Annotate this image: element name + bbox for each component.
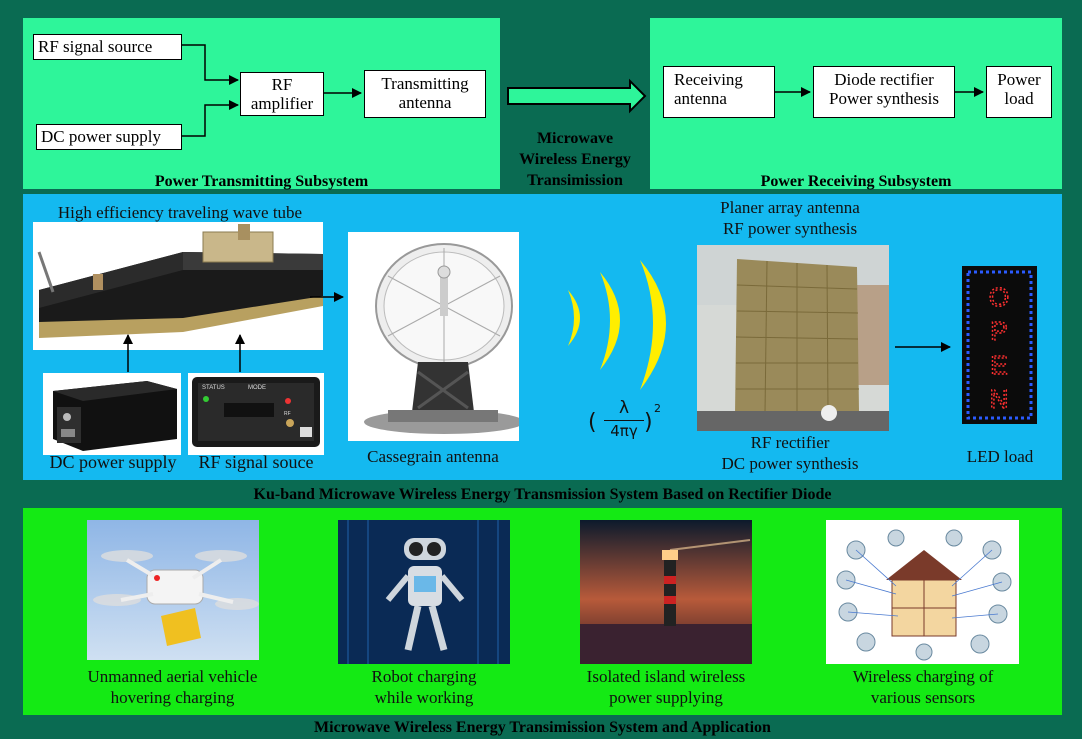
cassegrain-antenna-image [348, 232, 519, 441]
robot-image [338, 520, 510, 664]
dc-power-supply-image [43, 373, 181, 455]
rf-amplifier-label-line2: amplifier [250, 94, 314, 113]
sensors-house-image [826, 520, 1019, 664]
uav-caption-line2: hovering charging [110, 688, 235, 707]
mode-text: MODE [248, 385, 266, 391]
robot-caption-line2: while working [374, 688, 474, 707]
transmit-subsystem-title: Power Transmitting Subsystem [154, 173, 369, 190]
dc-supply-caption: DC power supply [49, 452, 177, 472]
dc-power-supply-label: DC power supply [41, 127, 161, 146]
rf-tag-text: RF [284, 411, 291, 417]
uav-image [87, 520, 259, 660]
rf-signal-source-box: RF signal source [33, 34, 182, 60]
rf-signal-source-image: STATUS MODE RF [188, 373, 324, 455]
island-caption-line1: Isolated island wireless [586, 667, 746, 686]
applications-title: Microwave Wireless Energy Transimission … [314, 719, 771, 736]
planer-array-caption-line2: RF power synthesis [722, 219, 858, 238]
receiving-antenna-label-line1: Receiving [674, 70, 743, 89]
rf-amplifier-label-line1: RF [271, 75, 293, 94]
uav-caption: Unmanned aerial vehicle hovering chargin… [55, 666, 290, 708]
island-caption-line2: power supplying [609, 688, 723, 707]
formula-paren-right: ) [644, 410, 653, 435]
rf-rectifier-caption-line1: RF rectifier [750, 433, 830, 452]
robot-caption-line1: Robot charging [371, 667, 477, 686]
diode-rectifier-label-line1: Diode rectifier [834, 70, 934, 89]
formula-fraction-bar [604, 420, 644, 421]
rf-rectifier-caption-line2: DC power synthesis [721, 454, 859, 473]
transmitting-antenna-box: Transmitting antenna [364, 70, 486, 118]
middle-caption-line1: Microwave [536, 130, 614, 147]
diode-rectifier-label-line2: Power synthesis [828, 89, 940, 108]
power-load-label-line2: load [1004, 89, 1034, 108]
middle-caption: Microwave Wireless Energy Transimission [500, 128, 650, 191]
sensors-caption-line2: various sensors [870, 688, 976, 707]
sensors-caption-line1: Wireless charging of [852, 667, 994, 686]
transmitting-antenna-label-line2: antenna [398, 93, 452, 112]
sensors-caption: Wireless charging of various sensors [812, 666, 1034, 708]
receiving-antenna-box: Receiving antenna [663, 66, 775, 118]
receive-subsystem-title: Power Receiving Subsystem [760, 173, 952, 190]
formula-exponent: 2 [654, 402, 661, 415]
led-letter-1: O [989, 282, 1009, 312]
led-letter-3: E [990, 350, 1007, 380]
middle-caption-line2: Wireless Energy [519, 151, 631, 168]
transmitting-antenna-label-line1: Transmitting [381, 74, 469, 93]
formula-numerator: λ [618, 398, 630, 418]
system-title: Ku-band Microwave Wireless Energy Transm… [253, 486, 832, 503]
led-open-sign-image: O P E N [962, 266, 1037, 424]
led-letter-4: N [990, 384, 1009, 414]
rf-rectifier-caption: RF rectifier DC power synthesis [690, 432, 890, 474]
power-load-box: Power load [986, 66, 1052, 118]
planer-array-caption: Planer array antenna RF power synthesis [690, 197, 890, 239]
path-loss-formula: ( λ 4πγ ) 2 [588, 398, 678, 444]
island-lighthouse-image [580, 520, 752, 664]
uav-caption-line1: Unmanned aerial vehicle [87, 667, 258, 686]
robot-caption: Robot charging while working [338, 666, 510, 708]
receiving-antenna-label-line2: antenna [674, 89, 727, 108]
planer-array-caption-line1: Planer array antenna [720, 198, 860, 217]
formula-paren-left: ( [588, 410, 597, 435]
traveling-wave-tube-image [33, 222, 323, 350]
diode-rectifier-box: Diode rectifier Power synthesis [813, 66, 955, 118]
twt-label: High efficiency traveling wave tube [57, 203, 303, 222]
planer-array-antenna-image [697, 245, 889, 431]
middle-caption-line3: Transimission [527, 172, 623, 189]
rf-amplifier-box: RF amplifier [240, 72, 324, 116]
dc-power-supply-box: DC power supply [36, 124, 182, 150]
formula-denominator: 4πγ [610, 422, 638, 440]
rf-source-caption: RF signal souce [198, 452, 314, 472]
cassegrain-caption: Cassegrain antenna [367, 447, 499, 466]
led-letter-2: P [990, 316, 1007, 346]
status-text: STATUS [202, 385, 225, 391]
power-load-label-line1: Power [997, 70, 1041, 89]
island-caption: Isolated island wireless power supplying [560, 666, 772, 708]
rf-signal-source-label: RF signal source [38, 37, 153, 56]
led-load-caption: LED load [966, 447, 1034, 466]
